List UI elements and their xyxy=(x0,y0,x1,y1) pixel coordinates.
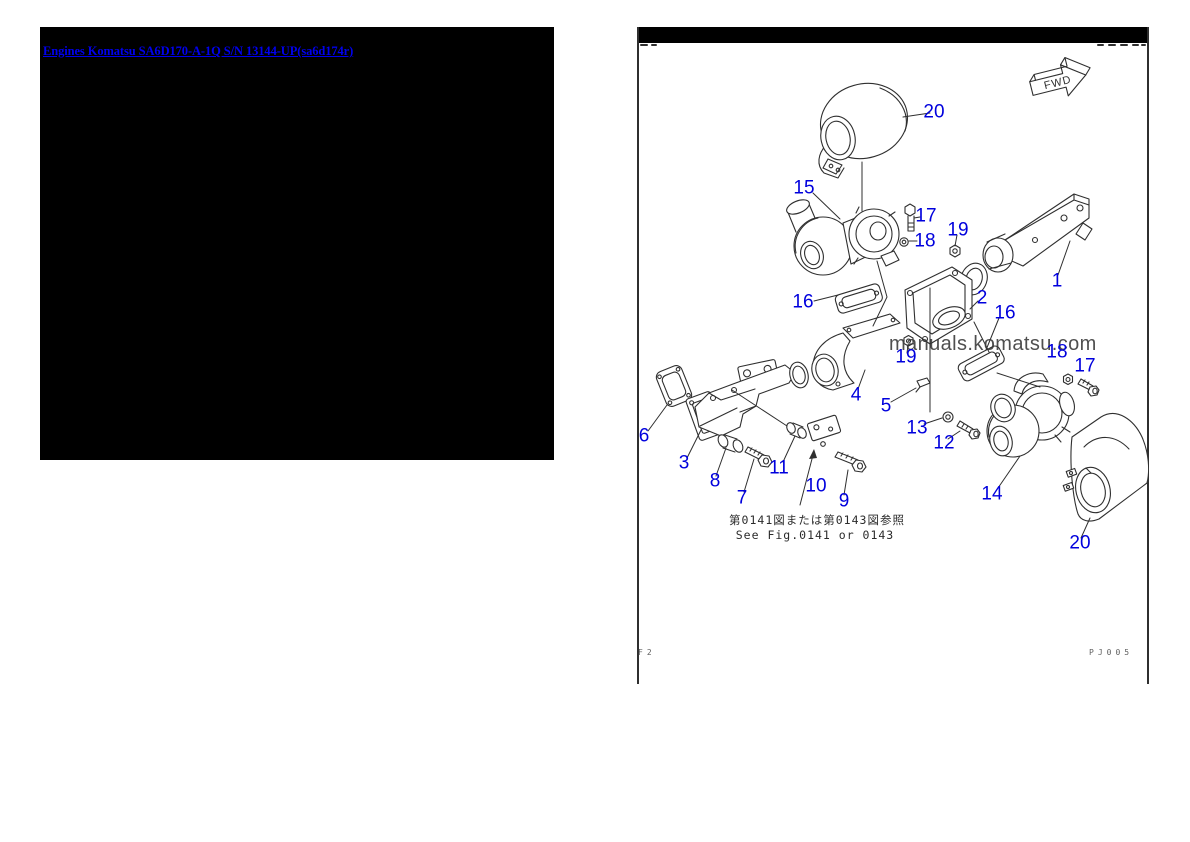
watermark: manuals.komatsu.com xyxy=(889,333,1097,355)
bolt-9 xyxy=(834,451,867,473)
page-frame xyxy=(637,27,1149,684)
footer-code-right: PJ005 xyxy=(1089,648,1134,657)
bolt-7 xyxy=(744,446,773,468)
part-2-connector xyxy=(904,262,988,345)
plate-10 xyxy=(806,414,842,447)
part-6-gasket xyxy=(655,365,693,407)
nut-19-top xyxy=(949,244,961,258)
arrowhead-10 xyxy=(809,449,817,459)
nut-19-mid xyxy=(903,334,914,347)
footer-code-left: F2 xyxy=(638,648,656,657)
washer-18-top xyxy=(899,237,909,247)
note-english: See Fig.0141 or 0143 xyxy=(735,528,895,542)
plug-5 xyxy=(915,377,931,393)
part-15-turbocharger xyxy=(786,199,900,276)
left-panel: Engines Komatsu SA6D170-A-1Q S/N 13144-U… xyxy=(40,27,554,460)
diagram-artwork: FWD xyxy=(637,27,1149,684)
part-16-gasket-right xyxy=(957,345,1005,382)
fwd-arrow-icon: FWD xyxy=(1029,56,1091,97)
washer-13 xyxy=(942,411,954,423)
part-1-bracket xyxy=(982,193,1093,273)
bolt-17-right xyxy=(1077,378,1100,397)
spacer-11 xyxy=(786,422,807,439)
nut-18-right xyxy=(1062,373,1074,386)
page-header-bar xyxy=(637,27,1149,43)
engine-catalog-link[interactable]: Engines Komatsu SA6D170-A-1Q S/N 13144-U… xyxy=(43,44,354,58)
part-14-turbocharger xyxy=(986,372,1075,458)
bolt-12 xyxy=(956,420,981,440)
diagram-page: FWD xyxy=(637,27,1149,684)
part-4-elbow xyxy=(811,313,901,391)
bolt-17-top xyxy=(904,203,916,232)
part-20-bottom-cover xyxy=(1062,412,1149,522)
note-japanese: 第0141図または第0143図参照 xyxy=(729,513,905,527)
spacer-8 xyxy=(717,434,744,453)
leader-lines xyxy=(647,112,1091,539)
part-20-top-cover xyxy=(818,82,909,179)
part-16-gasket-left xyxy=(834,283,883,314)
fasteners xyxy=(717,203,1100,473)
